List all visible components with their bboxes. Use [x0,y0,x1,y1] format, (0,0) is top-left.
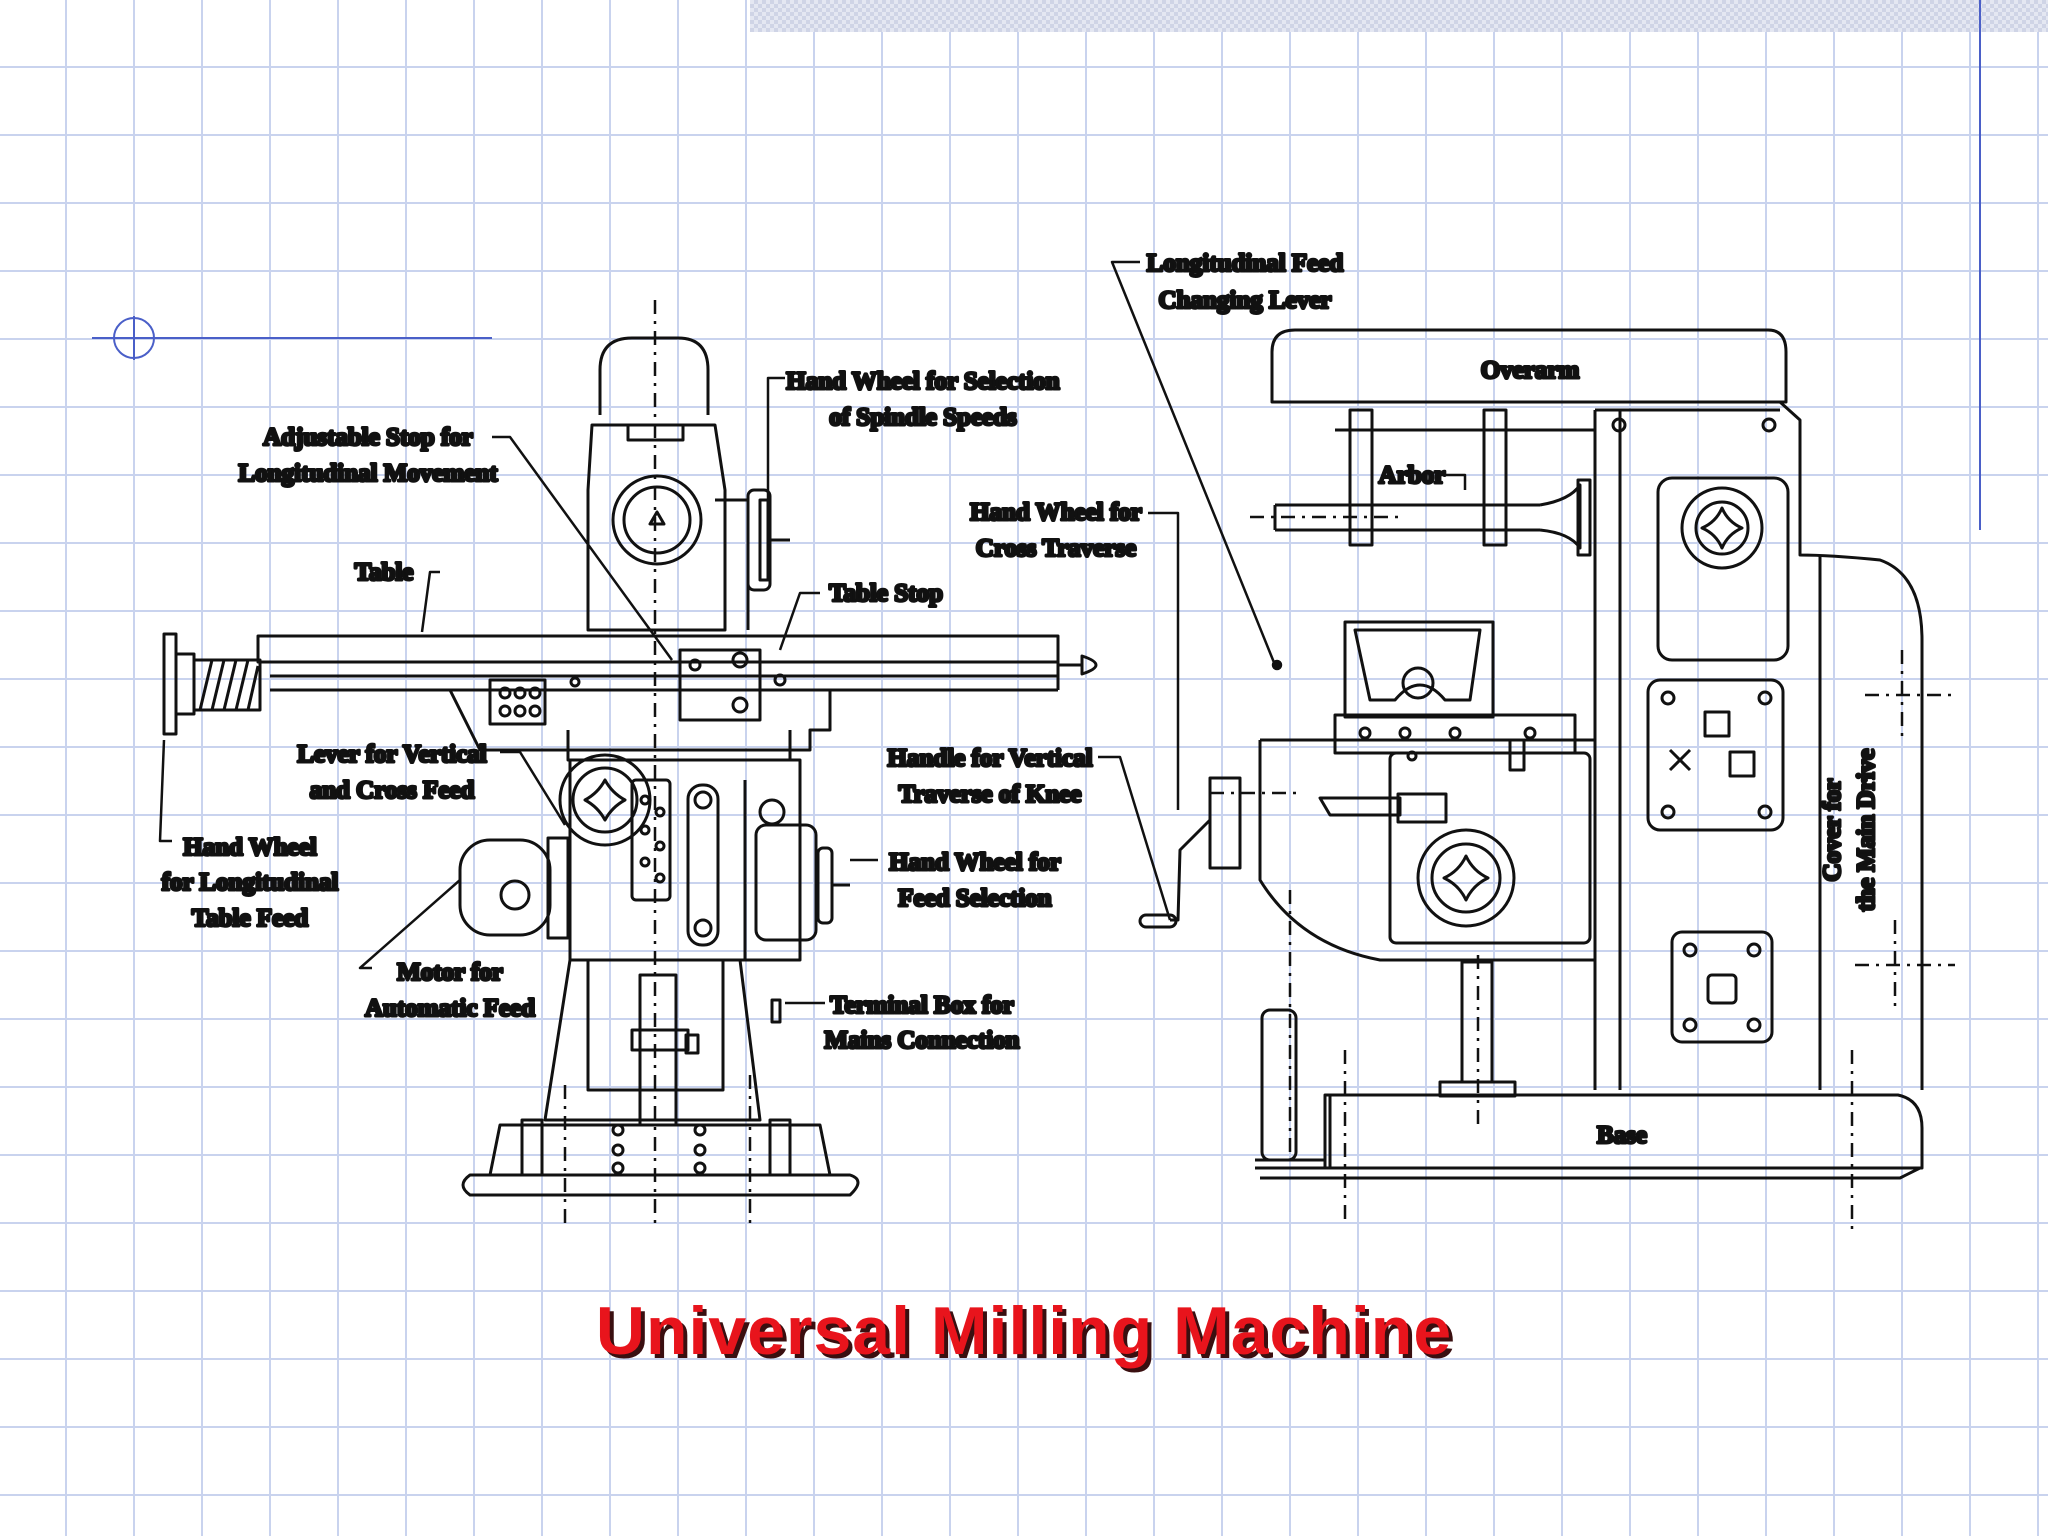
label-line: Mains Connection [824,1027,1019,1054]
label-line: Feed Selection [898,885,1052,912]
label-handle-vertical-knee: Handle for Vertical Traverse of Knee [886,744,1094,810]
label-overarm: Overarm [1479,356,1581,386]
label-line: Longitudinal Feed [1147,250,1344,277]
label-line: Hand Wheel [183,834,317,861]
label-line: Traverse of Knee [899,781,1082,808]
label-line: Base [1597,1122,1647,1149]
right-margin-rule [1979,0,1981,530]
label-line: Cover for [1819,779,1846,882]
front-view-drawing [162,300,1098,1230]
label-hand-wheel-cross: Hand Wheel for Cross Traverse [969,498,1144,564]
label-line: Terminal Box for [830,992,1014,1019]
label-arbor: Arbor [1377,461,1447,491]
label-line: Changing Lever [1159,287,1332,314]
label-line: Lever for Vertical [297,741,486,768]
label-longitudinal-feed-lever: Longitudinal Feed Changing Lever [1145,249,1345,316]
label-terminal-box: Terminal Box for Mains Connection [823,991,1021,1056]
label-line: for Longitudinal [162,869,339,896]
label-line: Automatic Feed [365,995,535,1022]
label-line: Longitudinal Movement [238,460,498,487]
label-line: Overarm [1481,357,1580,384]
label-line: Table [355,559,414,586]
label-table-stop: Table Stop [828,579,945,609]
label-line: of Spindle Speeds [829,404,1017,431]
label-adjustable-stop: Adjustable Stop for Longitudinal Movemen… [237,423,500,489]
leader-lines [158,260,1467,1005]
label-line: Hand Wheel for Selection [786,368,1059,395]
label-hand-wheel-feed: Hand Wheel for Feed Selection [888,848,1063,914]
label-line: Motor for [397,959,503,986]
label-line: Arbor [1379,462,1446,489]
label-line: Handle for Vertical [887,745,1092,772]
label-line: Hand Wheel for [889,849,1061,876]
label-line: Hand Wheel for [970,499,1142,526]
label-motor-auto-feed: Motor for Automatic Feed [363,958,536,1024]
slide-caption: Universal Milling Machine [595,1293,1453,1369]
label-hand-wheel-spindle: Hand Wheel for Selection of Spindle Spee… [785,367,1061,433]
label-cover-main-drive: Cover for the Main Drive [1818,747,1882,912]
label-line: Cross Traverse [976,535,1136,562]
top-pattern-band [750,0,2048,32]
label-table: Table [353,558,415,588]
label-lever-vertical-cross: Lever for Vertical and Cross Feed [296,740,488,806]
side-view-drawing [1138,328,1958,1235]
crosshair-ornament [92,316,492,360]
label-base: Base [1596,1121,1649,1151]
label-hand-wheel-longitudinal: Hand Wheel for Longitudinal Table Feed [160,833,340,934]
label-line: the Main Drive [1853,749,1880,911]
label-line: Adjustable Stop for [263,424,473,451]
label-line: Table Stop [829,580,943,607]
label-line: Table Feed [192,905,309,932]
label-line: and Cross Feed [310,777,475,804]
